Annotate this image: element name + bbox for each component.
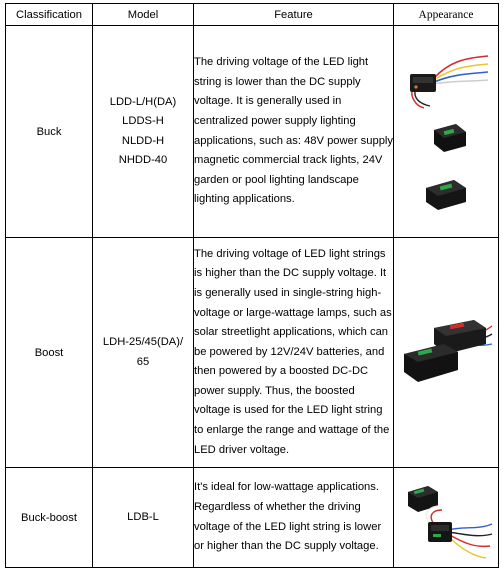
feature-cell: It's ideal for low-wattage applications.… (193, 467, 394, 568)
classification-cell: Buck-boost (5, 467, 93, 568)
feature-cell: The driving voltage of the LED light str… (193, 25, 394, 238)
model-name: NLDD-H (121, 134, 165, 147)
led-driver-module-large-image (426, 180, 466, 210)
header-model: Model (92, 3, 194, 26)
buck-boost-driver-modules-image (408, 486, 493, 559)
appearance-cell (393, 25, 499, 238)
model-cell: LDH-25/45(DA)/ 65 (92, 237, 194, 468)
appearance-cell (393, 237, 499, 468)
model-cell: LDB-L (92, 467, 194, 568)
feature-cell: The driving voltage of LED light strings… (193, 237, 394, 468)
table-row: Boost LDH-25/45(DA)/ 65 The driving volt… (5, 237, 499, 468)
boost-driver-modules-image (404, 320, 493, 382)
model-name: LDH-25/45(DA)/ (102, 336, 184, 348)
classification-cell: Boost (5, 237, 93, 468)
led-driver-module-small-image (434, 124, 466, 152)
classification-cell: Buck (5, 25, 93, 238)
model-name: LDB-L (127, 510, 159, 523)
model-name: NHDD-40 (118, 154, 168, 166)
appearance-cell (393, 467, 499, 568)
table-row: Buck LDD-L/H(DA) LDDS-H NLDD-H NHDD-40 T… (5, 25, 499, 238)
table-row: Buck-boost LDB-L It's ideal for low-watt… (5, 467, 499, 568)
model-cell: LDD-L/H(DA) LDDS-H NLDD-H NHDD-40 (92, 25, 194, 238)
table-header-row: Classification Model Feature Appearance (5, 3, 499, 26)
led-driver-classification-table: Classification Model Feature Appearance … (5, 3, 499, 568)
model-name: LDD-L/H(DA) (109, 95, 177, 108)
header-classification: Classification (5, 3, 93, 26)
led-driver-module-with-wires-image (410, 55, 489, 109)
model-name: LDDS-H (122, 115, 164, 127)
header-appearance: Appearance (393, 3, 499, 26)
header-feature: Feature (193, 3, 394, 26)
model-name: 65 (136, 355, 150, 368)
